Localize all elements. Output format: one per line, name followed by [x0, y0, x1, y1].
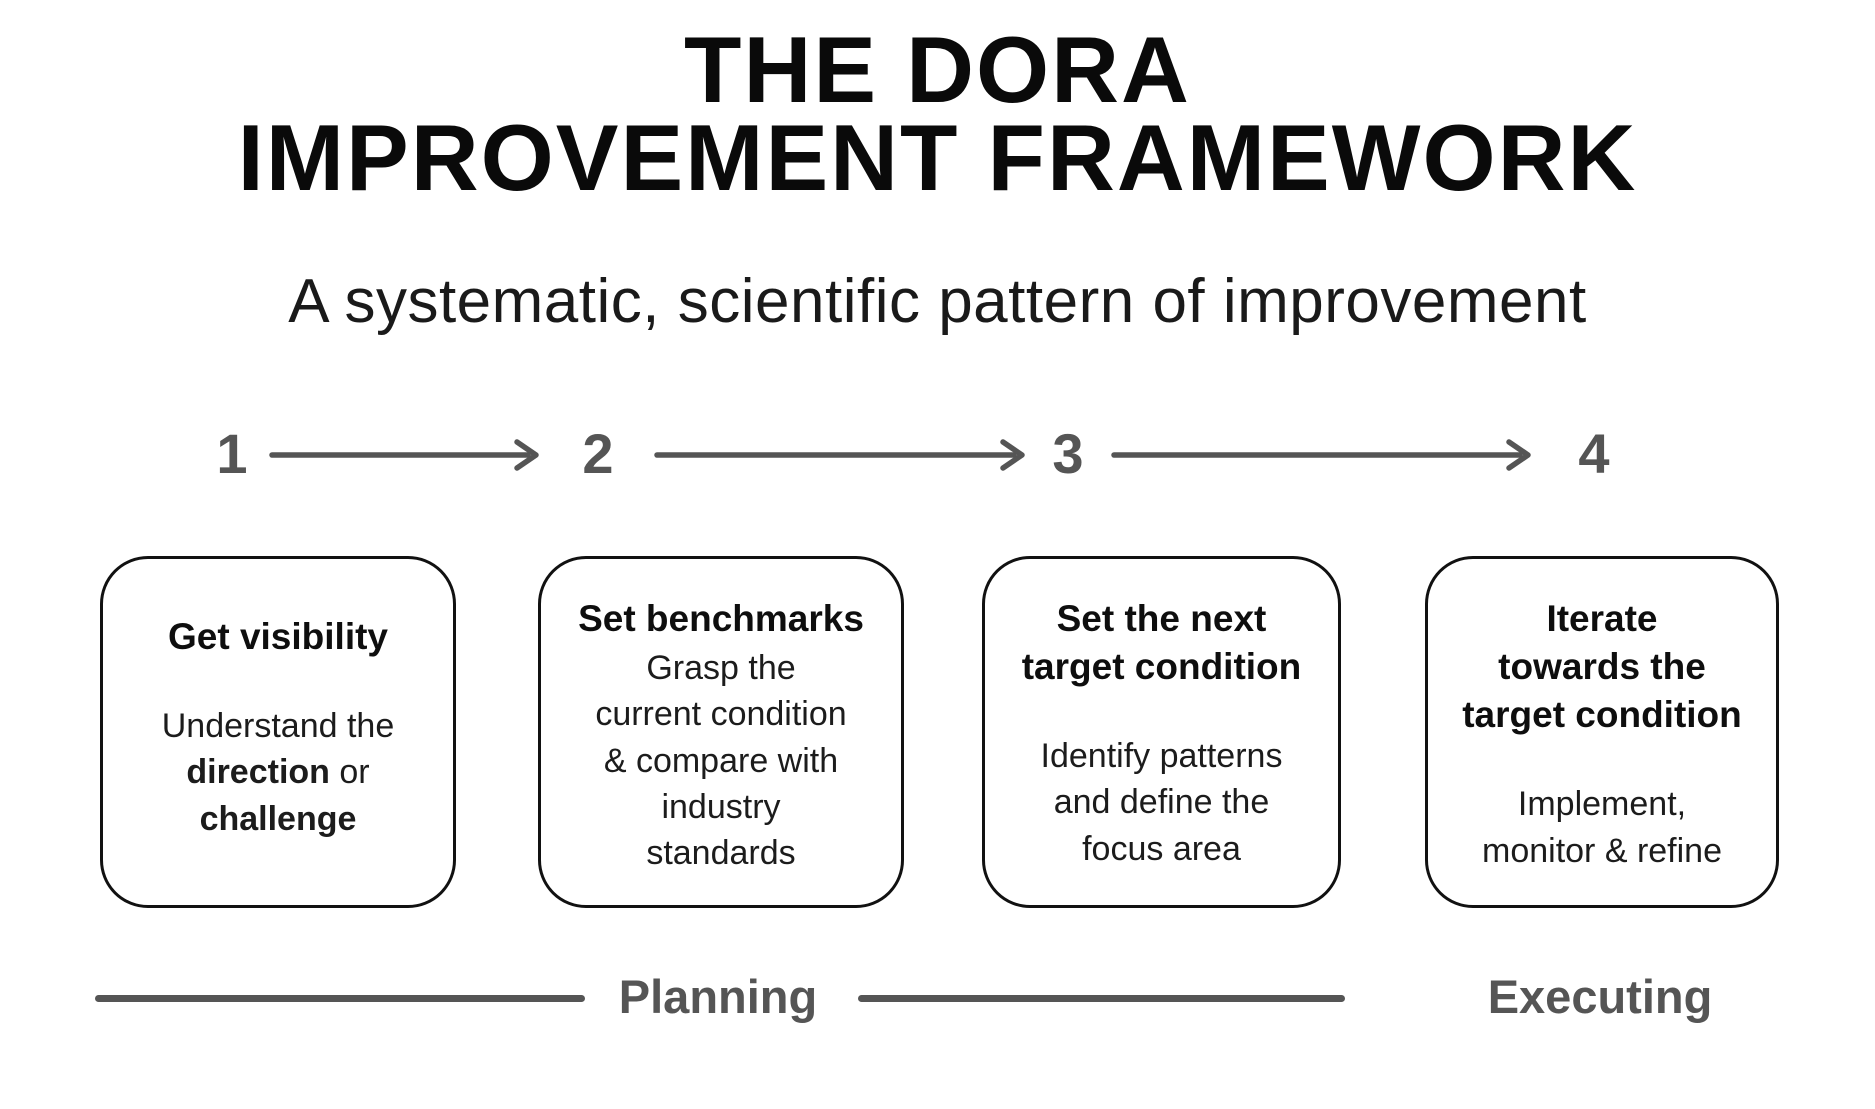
step-number-1: 1	[216, 422, 248, 485]
planning-line-left	[95, 995, 585, 1002]
step-description: Implement,monitor & refine	[1482, 785, 1722, 870]
page-title-line1: THE DORA	[684, 17, 1191, 122]
step-title: Get visibility	[167, 616, 388, 657]
step-number-2: 2	[582, 422, 614, 485]
phase-label-planning: Planning	[618, 970, 818, 1023]
arrow-right-icon-1-2	[269, 439, 539, 471]
page-subtitle: A systematic, scientific pattern of impr…	[288, 267, 1587, 336]
page-title: THE DORA IMPROVEMENT FRAMEWORK	[0, 17, 1875, 211]
page-title-line2: IMPROVEMENT FRAMEWORK	[237, 105, 1638, 211]
arrow-right-icon-2-3	[654, 439, 1025, 471]
step-number-3: 3	[1052, 422, 1084, 485]
planning-line-right	[858, 995, 1345, 1002]
step-title: Set benchmarks	[578, 598, 864, 639]
step-number-4: 4	[1578, 422, 1610, 485]
phase-label-executing: Executing	[1487, 970, 1713, 1023]
arrow-right-icon-3-4	[1111, 439, 1531, 471]
